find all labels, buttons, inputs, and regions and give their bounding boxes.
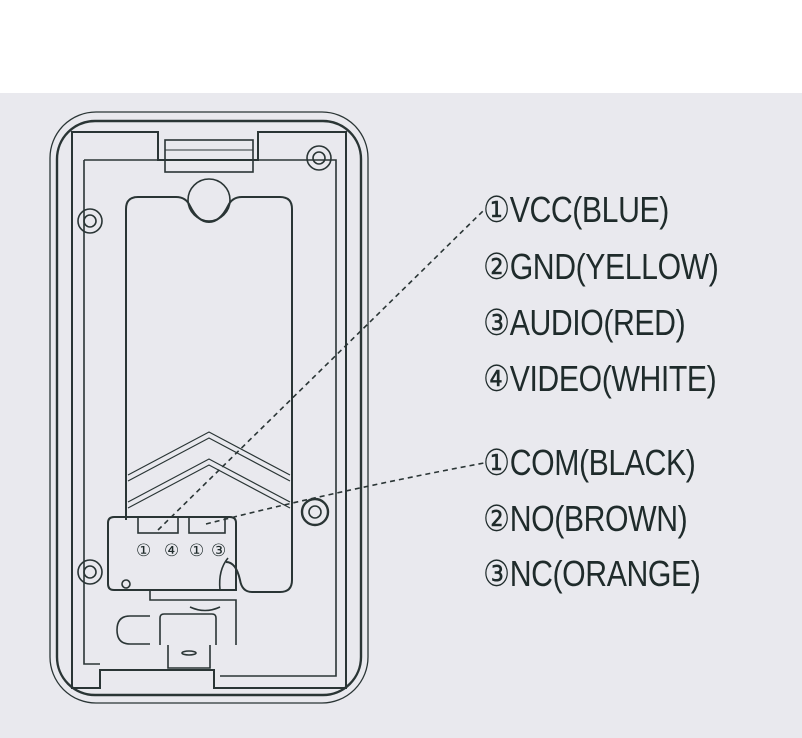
connector-socket-2 bbox=[188, 516, 226, 534]
connector-block bbox=[107, 516, 237, 591]
central-panel bbox=[125, 196, 293, 593]
connector-pin-label: ③ bbox=[211, 541, 226, 560]
legend-item-vcc: ①VCC(BLUE) bbox=[483, 189, 669, 230]
housing-inner-outline bbox=[55, 119, 363, 697]
screw-hole-top-right bbox=[306, 145, 332, 171]
legend-item-gnd: ②GND(YELLOW) bbox=[483, 246, 719, 287]
chevron-lower bbox=[127, 458, 291, 509]
legend-item-no: ②NO(BROWN) bbox=[483, 498, 688, 539]
top-hinge-tab bbox=[164, 139, 254, 173]
screw-hole-left-lower bbox=[77, 559, 103, 585]
connector-socket-1 bbox=[137, 516, 179, 534]
connector-pin-label: ① bbox=[189, 541, 204, 560]
connector-pin-label: ④ bbox=[164, 541, 179, 560]
legend-item-audio: ③AUDIO(RED) bbox=[483, 302, 686, 343]
screw-hole-left-upper bbox=[77, 208, 103, 234]
legend-item-com: ①COM(BLACK) bbox=[483, 442, 696, 483]
chevron-upper bbox=[127, 431, 291, 482]
legend-item-nc: ③NC(ORANGE) bbox=[483, 553, 701, 594]
leader-line-power-video bbox=[157, 209, 485, 531]
housing-outer-outline bbox=[49, 111, 369, 704]
diagram-background bbox=[0, 93, 802, 738]
leader-line-relay bbox=[205, 462, 485, 525]
connector-base bbox=[149, 590, 237, 645]
legend-item-video: ④VIDEO(WHITE) bbox=[483, 358, 717, 399]
inner-frame bbox=[71, 131, 347, 689]
screw-hole-right-lower bbox=[300, 497, 330, 527]
cable-clip bbox=[116, 615, 150, 645]
bottom-latch bbox=[159, 613, 217, 669]
inner-frame-inner bbox=[83, 159, 337, 677]
connector-pin-label: ① bbox=[136, 541, 151, 560]
